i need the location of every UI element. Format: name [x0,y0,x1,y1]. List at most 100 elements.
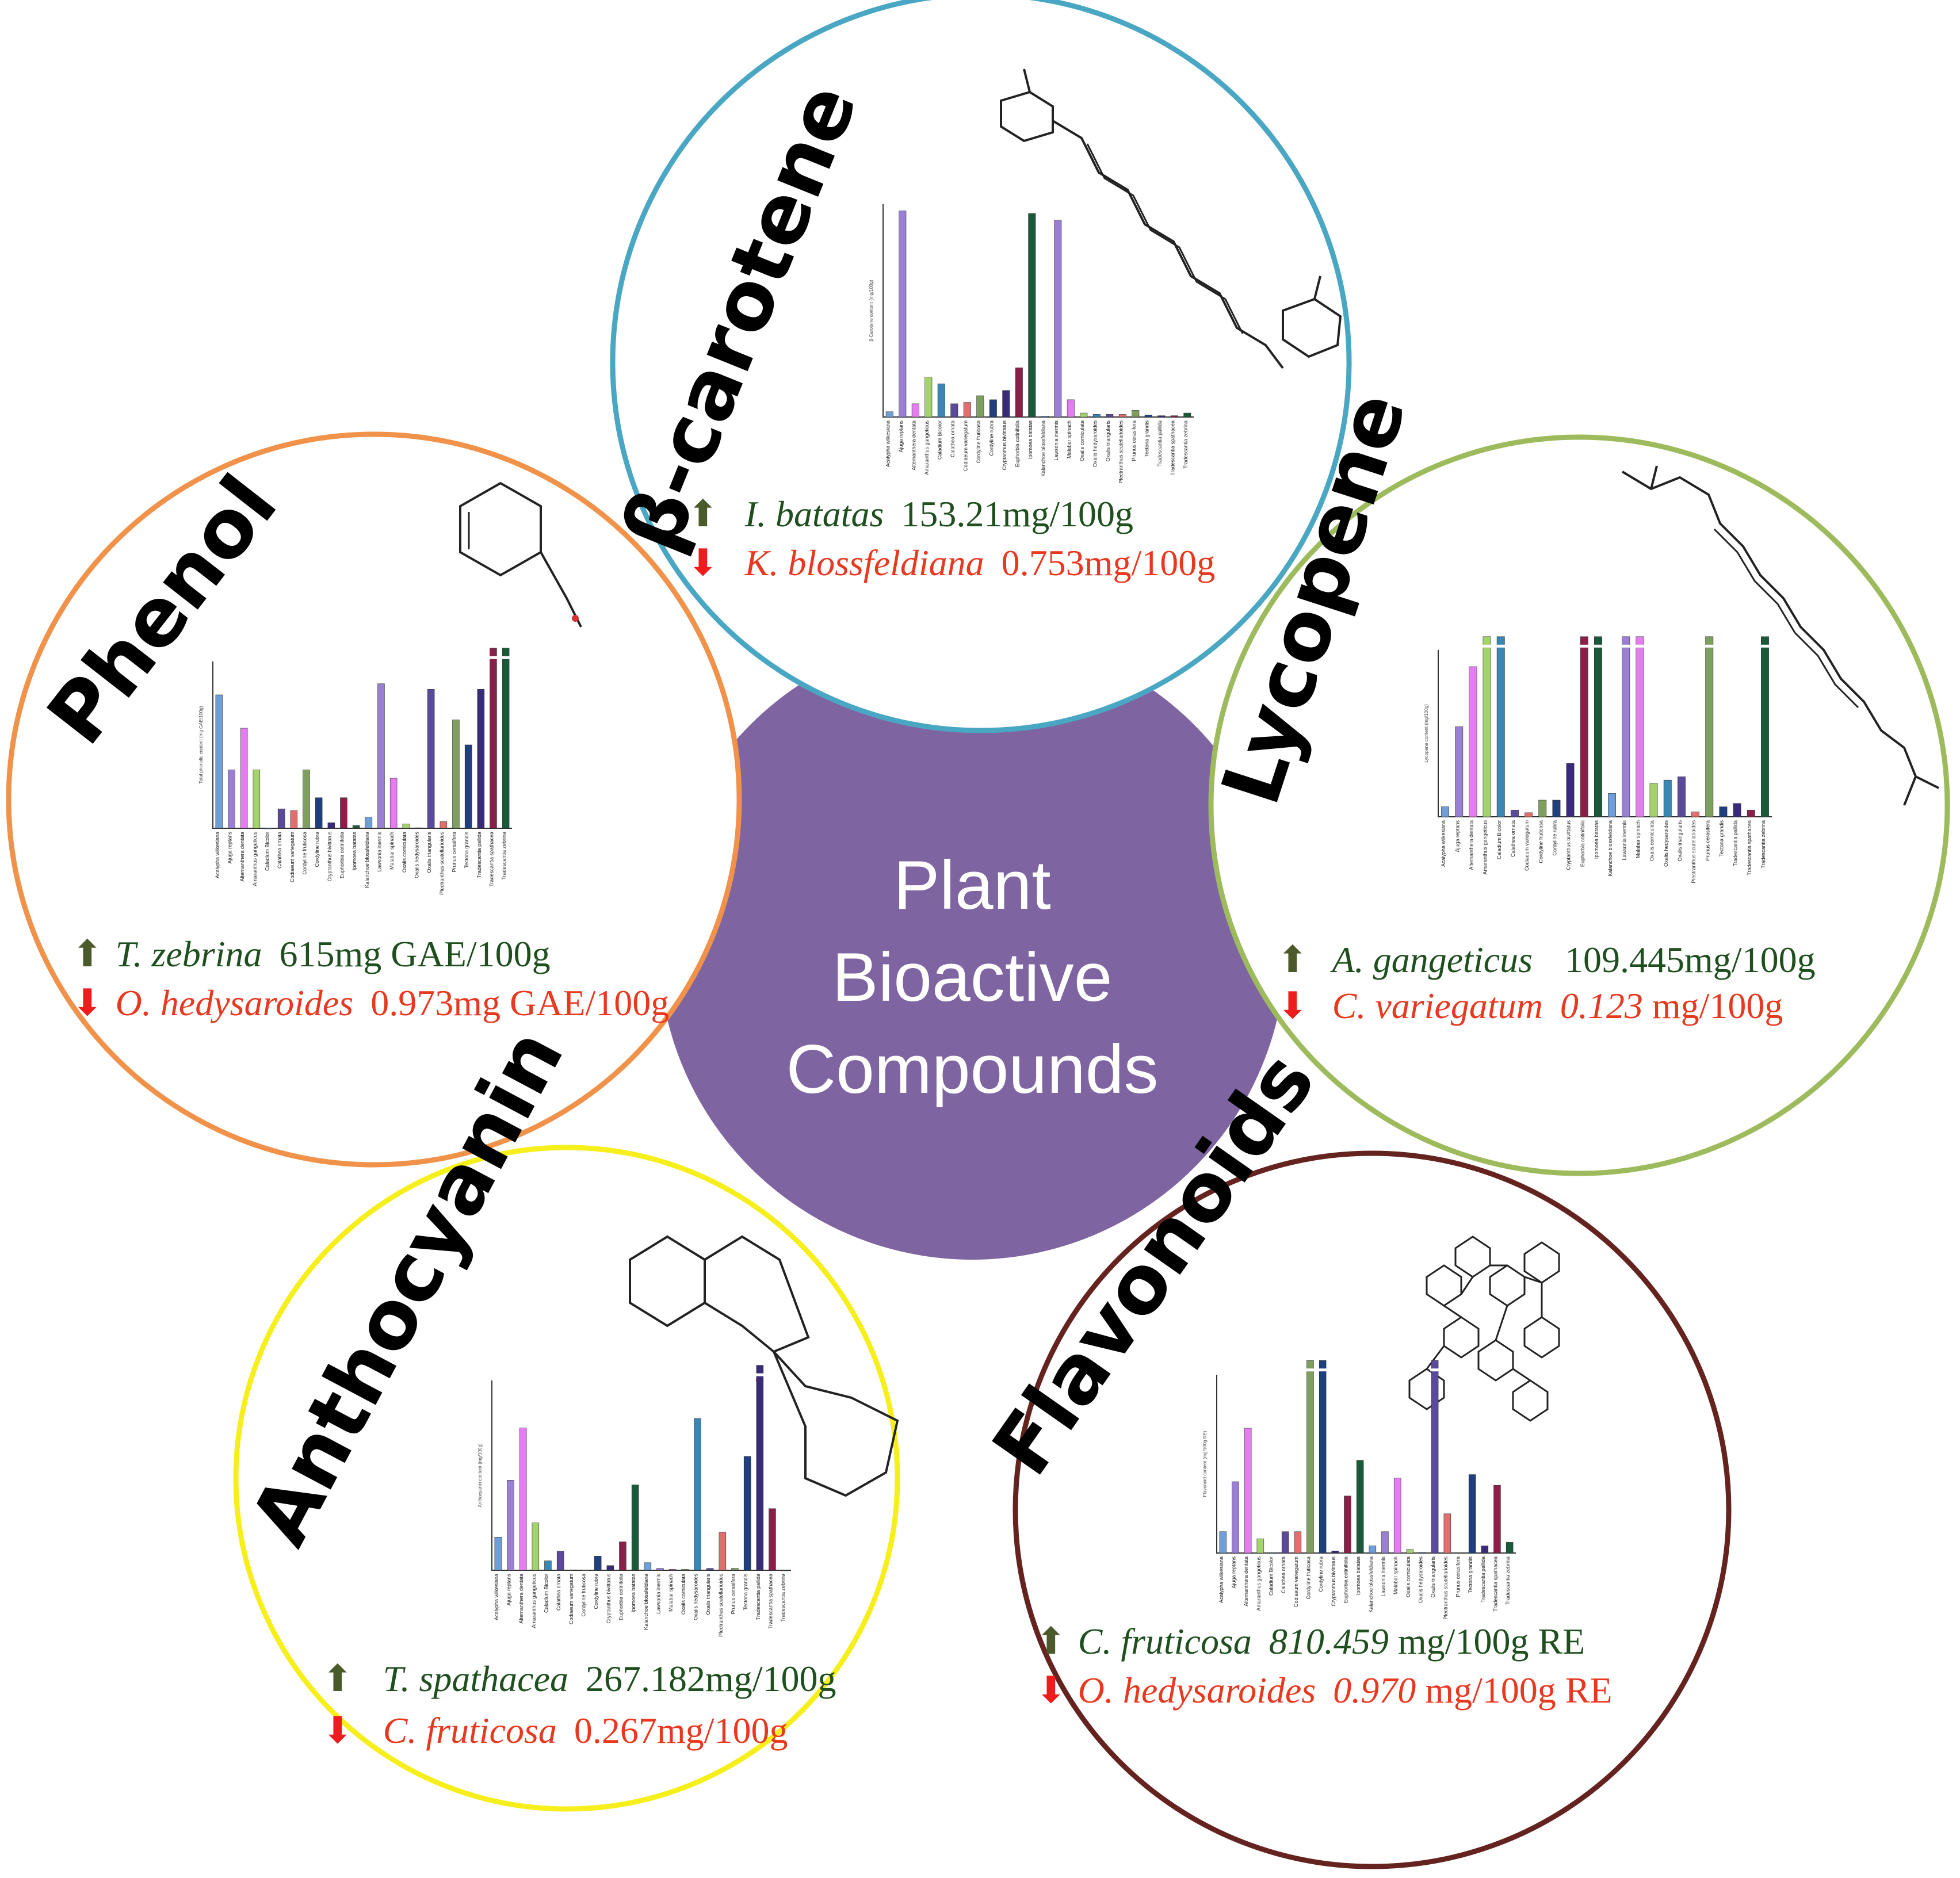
bar-tradescantia-spathacea [1747,810,1755,817]
tick-label: Amaranthus gangeticus [531,1574,537,1628]
tick-label: Oxalis corniculata [1649,820,1655,861]
up-stat-anthocyanin: ⬆ T. spathacea 267.182mg/100g [322,1658,836,1699]
tick-label: Malabar spinach [1635,820,1641,858]
down-species: K. blossfeldiana [744,542,984,583]
bar-tradescantia-zebrina [1506,1542,1514,1554]
tick-label: Cordyline fruticosa [581,1574,587,1617]
bar-malabar-spinach [1636,636,1644,817]
tick-label: Tradescantia spathacea [1170,420,1175,476]
tick-label: Oxalis hedysaroides [1092,420,1098,468]
tick-label: Prunus cerasifera [452,832,457,873]
tick-label: Kalanchoe blossfeldiana [1040,420,1046,477]
tick-label: Amaranthus gangeticus [252,832,258,886]
bar-oxalis-corniculata [1649,783,1658,817]
bar-oxalis-triangularis [706,1568,714,1571]
axis-break-mark [1704,644,1714,648]
bar-tradescantia-pallida [756,1365,764,1571]
tick-label: Codiaeum variegatum [962,420,968,471]
bar-alternanthera-dentata [1244,1428,1252,1554]
tick-label: Cordyline fruticosa [976,420,981,464]
up-arrow-icon: ⬆ [322,1658,353,1699]
tick-label: Oxalis triangularis [1430,1556,1436,1598]
bar-tectona-grandis [464,744,472,829]
bar-oxalis-hedysaroides [694,1418,701,1571]
tick-label: Caladium Bicolor [937,420,942,460]
tick-label: Ajuga reptans [506,1574,512,1606]
bar-cryptanthus-bivittatus [1002,390,1010,418]
tick-label: Alternanthera dentata [911,420,916,471]
up-stat-flavonoids: ⬆ C. fruticosa 810.459 mg/100g RE [1036,1621,1585,1662]
tick-label: Cryptanthus bivittatus [327,832,333,882]
axis-break-mark [755,1373,765,1376]
tick-label: Plectranthus scutellarioides [1118,420,1124,484]
bar-euphorbia-cotinifolia [1015,368,1023,418]
bar-amaranthus-gangeticus [253,770,261,829]
bar-codiaeum-variegatum [963,402,971,418]
tick-label: Cryptanthus bivittatus [1331,1556,1336,1607]
up-species: C. fruticosa [1078,1621,1252,1662]
down-value-unit: mg/100g [1652,985,1783,1026]
chart-axes [1438,650,1772,817]
tick-label: Calathea ornata [1510,820,1516,857]
tick-label: Caladium Bicolor [1269,1556,1274,1596]
tick-label: Tectona grandis [1144,420,1149,457]
bar-kalanchoe-blossfeldiana [365,817,373,829]
bar-oxalis-triangularis [1106,414,1114,418]
up-value: 615mg GAE/100g [279,934,550,974]
tick-label: Lawsonia inermis [1381,1556,1386,1597]
axis-break-mark [1481,644,1492,648]
bar-calathea-ornata [950,403,958,418]
up-arrow-icon: ⬆ [1036,1621,1067,1662]
tick-label: Tradescantia zebrina [780,1574,786,1622]
tick-label: Euphorbia cotinifolia [1014,420,1020,467]
tick-label: Lawsonia inermis [377,832,383,872]
down-arrow-icon: ⬇ [1036,1670,1067,1711]
tick-label: Cordyline rubra [314,832,320,867]
y-axis-label: Flavonoid content (mg/100g RE) [1202,1431,1208,1497]
tick-label: Plectranthus scutellarioides [1443,1556,1449,1620]
axis-break-mark [501,656,511,659]
tick-label: Alternanthera dentata [518,1574,524,1624]
up-stat-phenol: ⬆ T. zebrina 615mg GAE/100g [72,934,551,974]
bar-tradescantia-zebrina [502,648,510,829]
tick-label: Kalanchoe blossfeldiana [1368,1556,1374,1613]
tick-label: Lawsonia inermis [1621,820,1627,860]
down-species: O. hedysaroides [1078,1670,1316,1711]
bar-malabar-spinach [389,778,398,829]
bar-prunus-cerasifera [452,720,460,829]
tick-label: Malabar spinach [389,832,395,870]
bar-malabar-spinach [1393,1478,1401,1554]
tick-label: Tectona grandis [464,832,469,869]
bar-caladium-bicolor [265,828,273,829]
tick-label: Ajuga reptans [898,420,904,453]
center-line-3: Compounds [786,1031,1158,1108]
bar-malabar-spinach [668,1569,677,1571]
tick-label: Cryptanthus bivittatus [1002,420,1007,471]
down-value-number: 0.123 [1560,985,1643,1026]
tick-label: Tectona grandis [1468,1556,1473,1593]
bar-cordyline-rubra [315,797,323,829]
tick-label: Cordyline fruticosa [302,832,308,875]
bar-amaranthus-gangeticus [532,1523,540,1571]
up-arrow-icon: ⬆ [687,494,719,534]
bar-oxalis-corniculata [402,824,410,829]
tick-label: Tradescantia zebrina [1183,420,1189,469]
tick-label: Cordyline fruticosa [1306,1556,1312,1600]
up-value-number: 810.459 [1269,1621,1389,1662]
bar-plectranthus-scutellarioides [440,821,448,829]
tick-label: Amaranthus gangeticus [1256,1556,1262,1611]
up-species: A. gangeticus [1330,939,1533,980]
down-species: C. variegatum [1332,985,1543,1026]
tick-label: Caladium Bicolor [1496,820,1502,859]
bar-cordyline-rubra [1552,800,1561,817]
tick-label: Lawsonia inermis [656,1574,662,1614]
up-value: 267.182mg/100g [586,1658,836,1699]
tick-label: Euphorbia cotinifolia [1343,1556,1349,1603]
ring-anthocyanin [233,1145,900,1812]
tick-label: Euphorbia cotinifolia [339,832,345,878]
down-value-unit: mg/100g RE [1425,1670,1612,1711]
